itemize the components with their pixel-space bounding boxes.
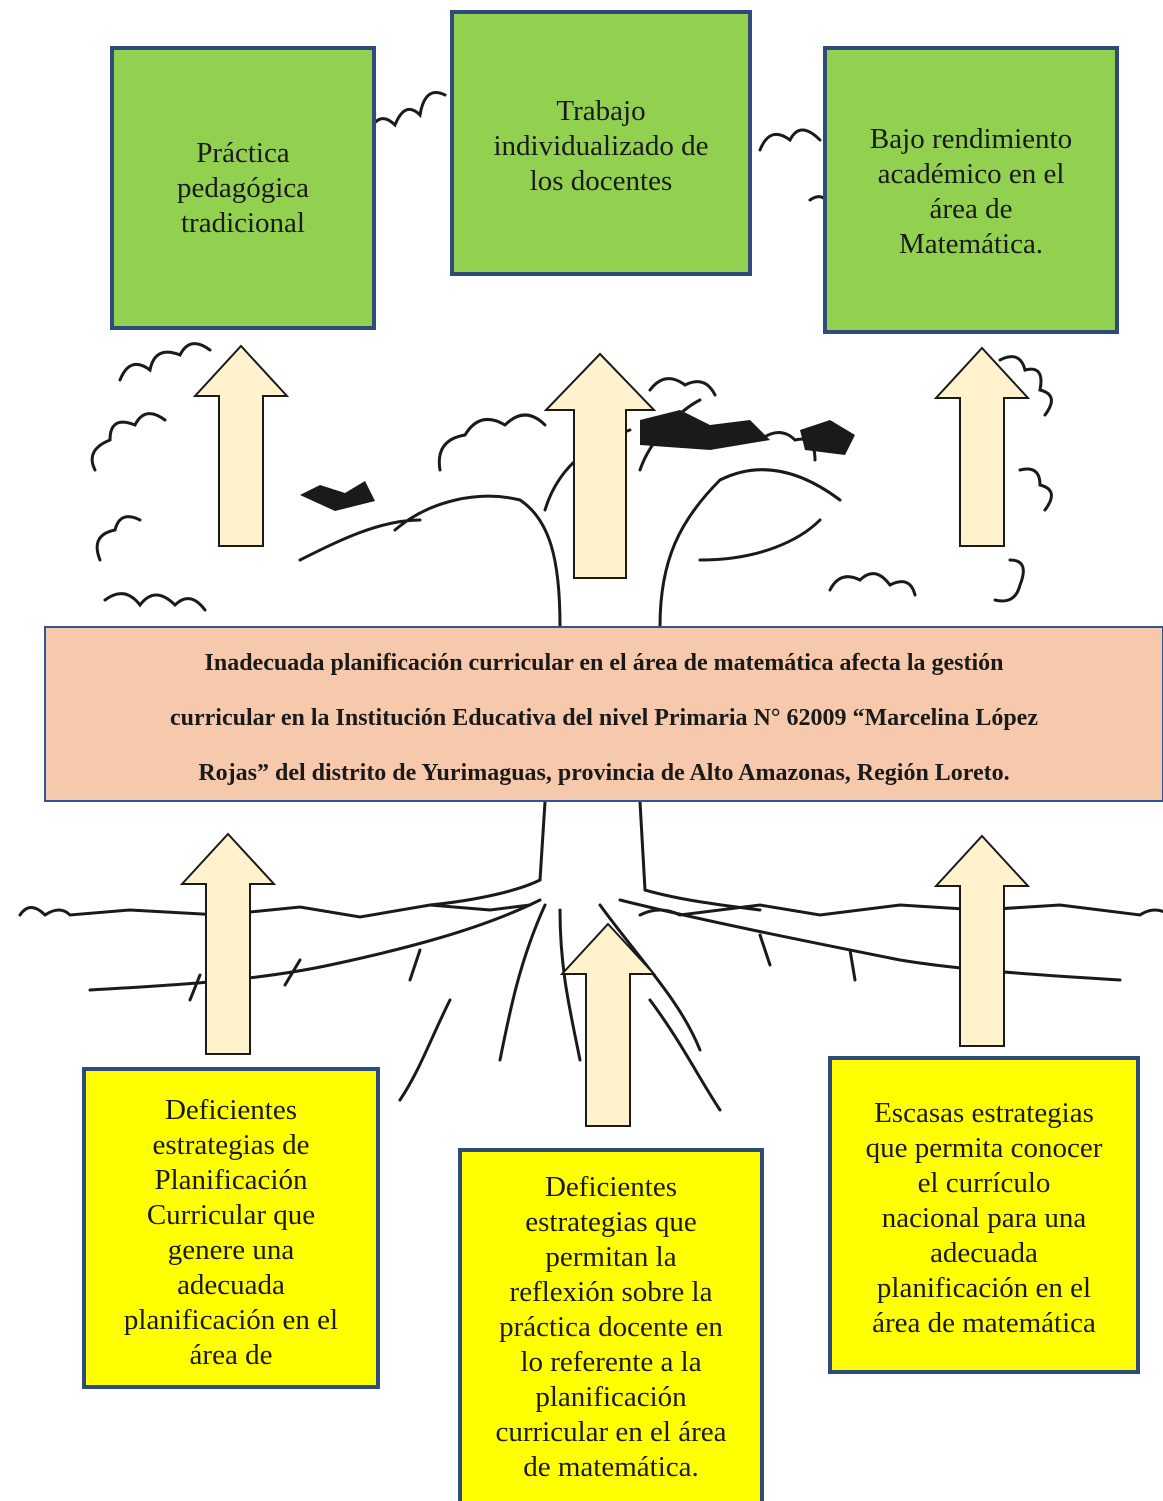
cause-text-line: Escasas estrategias — [874, 1097, 1094, 1129]
arrow-up — [560, 922, 656, 1127]
cause-text-line: de matemática. — [523, 1451, 699, 1483]
problem-text-line: curricular en la Institución Educativa d… — [170, 705, 1038, 731]
cause-text-line: Deficientes — [544, 1171, 678, 1203]
effect-text-line: Bajo rendimiento — [869, 123, 1073, 155]
effect-box: Trabajo individualizado de los docentes — [450, 10, 752, 276]
effect-text-line: Práctica — [196, 137, 290, 169]
cause-text-line: lo referente a la — [520, 1346, 702, 1378]
cause-text-line: práctica docente en — [499, 1311, 723, 1343]
effect-text-line: Matemática. — [898, 228, 1044, 260]
cause-text-line: Curricular que — [146, 1199, 316, 1231]
arrow-up — [193, 344, 289, 547]
cause-text-line: nacional para una — [881, 1202, 1087, 1234]
foliage-right — [828, 355, 1053, 603]
cause-text-line: Planificación — [154, 1164, 308, 1196]
cause-text-line: curricular en el área — [495, 1416, 727, 1448]
effect-text-line: individualizado de — [493, 130, 709, 162]
cause-text-line: estrategias de — [152, 1129, 310, 1161]
arrow-up — [934, 834, 1030, 1047]
effect-text-line: pedagógica — [176, 172, 310, 204]
foliage-shadow — [300, 410, 855, 511]
cause-box: Deficientes estrategias de Planificación… — [82, 1067, 380, 1389]
arrow-up — [180, 832, 276, 1055]
cause-text-line: que permita conocer — [865, 1132, 1103, 1164]
effect-text-line: académico en el — [877, 158, 1065, 190]
cause-text-line: estrategias que — [525, 1206, 697, 1238]
problem-text-line: Inadecuada planificación curricular en e… — [204, 650, 1004, 676]
arrow-up — [544, 352, 656, 579]
cause-text-line: planificación en el — [123, 1304, 339, 1336]
cause-text-line: área de matemática — [872, 1307, 1096, 1339]
cause-text-line: adecuada — [177, 1269, 285, 1301]
cause-text-line: permitan la — [545, 1241, 677, 1273]
effect-box: Práctica pedagógica tradicional — [110, 46, 376, 330]
trunk-lower — [428, 800, 762, 912]
cause-text-line: Deficientes — [164, 1094, 298, 1126]
cause-text-line: planificación — [535, 1381, 687, 1413]
effect-text-line: los docentes — [529, 165, 673, 197]
cause-text-line: genere una — [167, 1234, 295, 1266]
effect-text-line: área de — [929, 193, 1013, 225]
foliage-left — [90, 342, 212, 612]
effect-box: Bajo rendimiento académico en el área de… — [823, 46, 1119, 334]
problem-text-line: Rojas” del distrito de Yurimaguas, provi… — [198, 760, 1010, 786]
cause-text-line: planificación en el — [876, 1272, 1092, 1304]
roots — [88, 898, 1122, 1112]
arrow-up — [934, 346, 1030, 547]
central-problem-box: Inadecuada planificación curricular en e… — [44, 626, 1163, 802]
cause-text-line: el currículo — [917, 1167, 1051, 1199]
effect-text-line: Trabajo — [556, 95, 646, 127]
cause-box: Escasas estrategias que permita conocer … — [828, 1056, 1140, 1374]
cause-text-line: adecuada — [930, 1237, 1038, 1269]
effect-text-line: tradicional — [180, 207, 305, 239]
cause-text-line: área de — [189, 1339, 273, 1371]
cause-box: Deficientes estrategias que permitan la … — [458, 1148, 764, 1501]
cause-text-line: reflexión sobre la — [509, 1276, 713, 1308]
